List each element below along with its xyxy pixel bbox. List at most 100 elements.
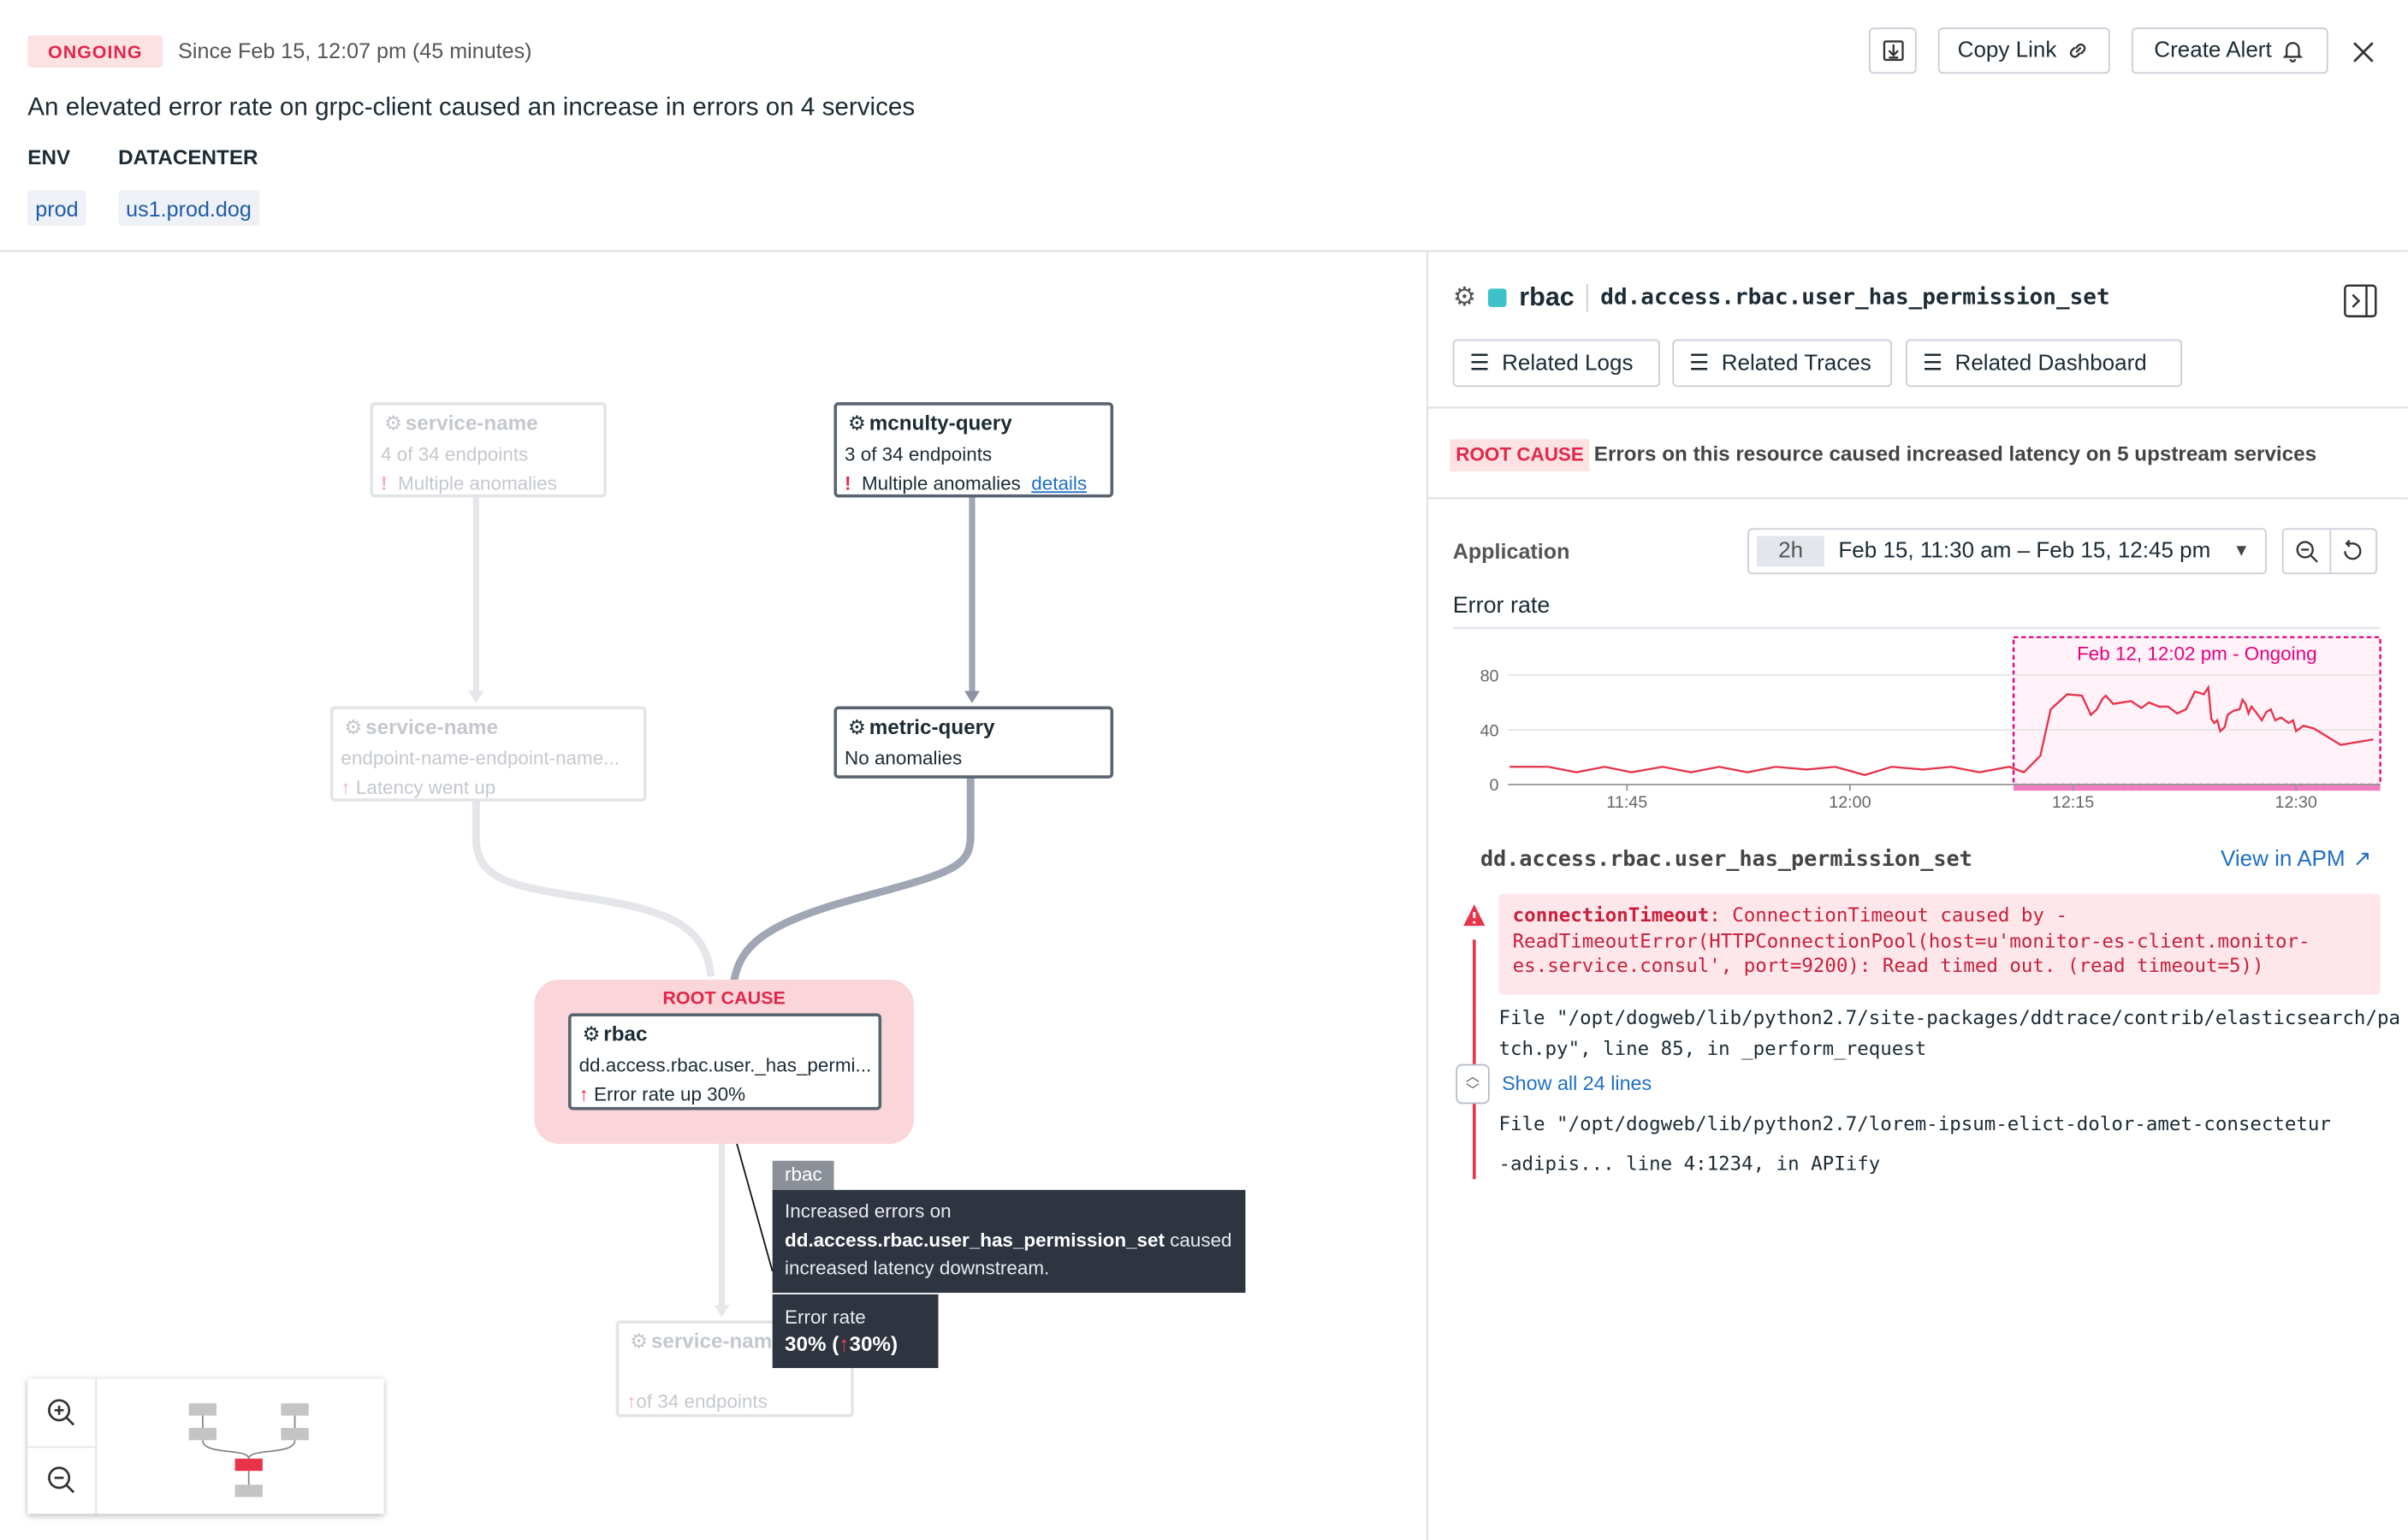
tooltip: Increased errors on dd.access.rbac.user_… bbox=[772, 1189, 1246, 1294]
details-link[interactable]: details bbox=[1031, 472, 1088, 495]
node-name: metric-query bbox=[869, 715, 995, 739]
error-rate-line bbox=[1509, 684, 2374, 777]
arrow-up-icon: ↑ bbox=[341, 777, 351, 799]
reset-time-button[interactable] bbox=[2330, 530, 2375, 572]
header-divider bbox=[0, 250, 2408, 252]
annotation-label: Feb 12, 12:02 pm - Ongoing bbox=[2077, 643, 2316, 665]
button-label: Related Dashboard bbox=[1954, 351, 2147, 376]
service-name[interactable]: rbac bbox=[1519, 282, 1575, 312]
minimap[interactable] bbox=[27, 1378, 384, 1514]
download-button[interactable] bbox=[1869, 27, 1917, 74]
ongoing-region bbox=[2012, 636, 2381, 786]
y-tick-label: 40 bbox=[1480, 721, 1499, 740]
edge bbox=[472, 799, 715, 977]
dashboard-icon: ☰ bbox=[1922, 351, 1943, 376]
page-title: An elevated error rate on grpc-client ca… bbox=[27, 93, 916, 121]
x-tick-label: 11:45 bbox=[1606, 793, 1647, 812]
gears-icon: ⚙ bbox=[630, 1330, 649, 1353]
node-status: Error rate up 30% bbox=[594, 1083, 746, 1106]
error-text: : ConnectionTimeout caused by - bbox=[1709, 903, 2067, 927]
tooltip-resource: dd.access.rbac.user_has_permission_set bbox=[785, 1229, 1165, 1251]
time-range-picker[interactable]: 2h Feb 15, 11:30 am – Feb 15, 12:45 pm ▼ bbox=[1747, 528, 2267, 575]
node-endpoints: 3 of 34 endpoints bbox=[845, 442, 993, 465]
chevron-up-down-icon: ︿﹀ bbox=[1465, 1069, 1480, 1099]
button-label: Related Traces bbox=[1721, 351, 1871, 376]
related-traces-button[interactable]: ☰Related Traces bbox=[1672, 339, 1892, 388]
metric-paren: ) bbox=[890, 1332, 899, 1356]
create-alert-button[interactable]: Create Alert bbox=[2131, 27, 2328, 74]
status-badge: ONGOING bbox=[27, 35, 163, 68]
error-type: connectionTimeout bbox=[1512, 903, 1710, 927]
create-alert-label: Create Alert bbox=[2154, 38, 2272, 63]
download-icon bbox=[1882, 40, 1903, 62]
exclamation-icon: ! bbox=[381, 472, 388, 495]
close-icon[interactable] bbox=[2352, 40, 2376, 65]
zoom-out-button[interactable] bbox=[27, 1446, 98, 1514]
root-cause-label: ROOT CAUSE bbox=[662, 986, 786, 1010]
gears-icon: ⚙ bbox=[847, 715, 866, 739]
copy-link-label: Copy Link bbox=[1957, 38, 2057, 63]
tag-env[interactable]: prod bbox=[27, 190, 86, 226]
time-controls bbox=[2281, 528, 2378, 575]
node-status: Latency went up bbox=[355, 777, 496, 799]
graph-node-service-name[interactable]: ⚙service-name endpoint-name-endpoint-nam… bbox=[329, 706, 647, 802]
stack-line: File "/opt/dogweb/lib/python2.7/lorem-ip… bbox=[1498, 1111, 2331, 1135]
separator bbox=[1587, 284, 1588, 312]
chart-title: Error rate bbox=[1452, 592, 1551, 619]
show-all-lines-link[interactable]: Show all 24 lines bbox=[1502, 1071, 1652, 1095]
panel-divider bbox=[1426, 252, 1428, 1540]
node-status: No anomalies bbox=[845, 747, 963, 769]
service-color-swatch bbox=[1488, 288, 1507, 307]
arrow-up-icon: ↑ bbox=[839, 1332, 850, 1356]
link-icon bbox=[2070, 43, 2086, 58]
tooltip-text: Increased errors on bbox=[785, 1200, 952, 1223]
range-chip: 2h bbox=[1757, 536, 1825, 567]
metric-delta: 30% bbox=[849, 1332, 891, 1356]
graph-node-rbac[interactable]: ⚙rbac dd.access.rbac.user._has_permi... … bbox=[568, 1013, 882, 1111]
zoom-out-icon bbox=[48, 1466, 75, 1494]
node-status: Multiple anomalies bbox=[861, 472, 1021, 495]
edge bbox=[730, 777, 975, 982]
ongoing-region-bar bbox=[2014, 785, 2381, 791]
related-dashboard-button[interactable]: ☰ Related Dashboard bbox=[1906, 339, 2183, 388]
zoom-out-time-button[interactable] bbox=[2284, 530, 2331, 573]
view-apm-label: View in APM bbox=[2220, 847, 2346, 873]
collapse-panel-icon[interactable] bbox=[2344, 284, 2377, 317]
reset-icon bbox=[2344, 539, 2362, 560]
zoom-in-button[interactable] bbox=[27, 1378, 98, 1448]
node-endpoints: of 34 endpoints bbox=[636, 1390, 768, 1413]
copy-link-button[interactable]: Copy Link bbox=[1937, 27, 2110, 74]
warning-icon bbox=[1463, 904, 1486, 927]
graph-node-mcnulty-query[interactable]: ⚙mcnulty-query 3 of 34 endpoints ! Multi… bbox=[833, 402, 1114, 498]
node-name: service-name bbox=[365, 715, 499, 739]
tag-datacenter[interactable]: us1.prod.dog bbox=[118, 190, 259, 226]
expand-lines-button[interactable]: ︿﹀ bbox=[1456, 1063, 1490, 1105]
edge-arrow bbox=[714, 1305, 730, 1318]
gears-icon: ⚙ bbox=[344, 715, 363, 739]
error-text: ReadTimeoutError(HTTPConnectionPool(host… bbox=[1512, 927, 2310, 951]
graph-node-metric-query[interactable]: ⚙metric-query No anomalies bbox=[833, 706, 1114, 779]
logs-icon: ☰ bbox=[1469, 351, 1490, 376]
edge-arrow bbox=[964, 690, 980, 703]
node-endpoint: endpoint-name-endpoint-name... bbox=[341, 747, 620, 769]
metric-label: Error rate bbox=[785, 1306, 866, 1329]
caret-down-icon: ▼ bbox=[2233, 542, 2251, 561]
y-tick-label: 0 bbox=[1490, 776, 1499, 795]
divider bbox=[1427, 406, 2408, 409]
graph-node-service-name[interactable]: ⚙service-name 4 of 34 endpoints ! Multip… bbox=[370, 402, 607, 498]
view-in-apm-link[interactable]: View in APM↗ bbox=[2221, 848, 2371, 873]
button-label: Related Logs bbox=[1502, 351, 1634, 376]
edge-arrow bbox=[468, 690, 484, 703]
node-name: rbac bbox=[603, 1022, 648, 1046]
divider bbox=[1427, 497, 2408, 500]
zoom-in-icon bbox=[48, 1399, 75, 1426]
gears-icon: ⚙ bbox=[847, 411, 866, 435]
dependency-graph-edges bbox=[468, 497, 980, 1318]
range-text: Feb 15, 11:30 am – Feb 15, 12:45 pm bbox=[1838, 538, 2211, 564]
tooltip-text: caused bbox=[1164, 1229, 1232, 1251]
x-tick-label: 12:00 bbox=[1829, 793, 1871, 812]
external-link-icon: ↗ bbox=[2352, 847, 2372, 873]
resource-heading: dd.access.rbac.user_has_permission_set bbox=[1480, 847, 1972, 873]
related-logs-button[interactable]: ☰ Related Logs bbox=[1452, 339, 1660, 388]
